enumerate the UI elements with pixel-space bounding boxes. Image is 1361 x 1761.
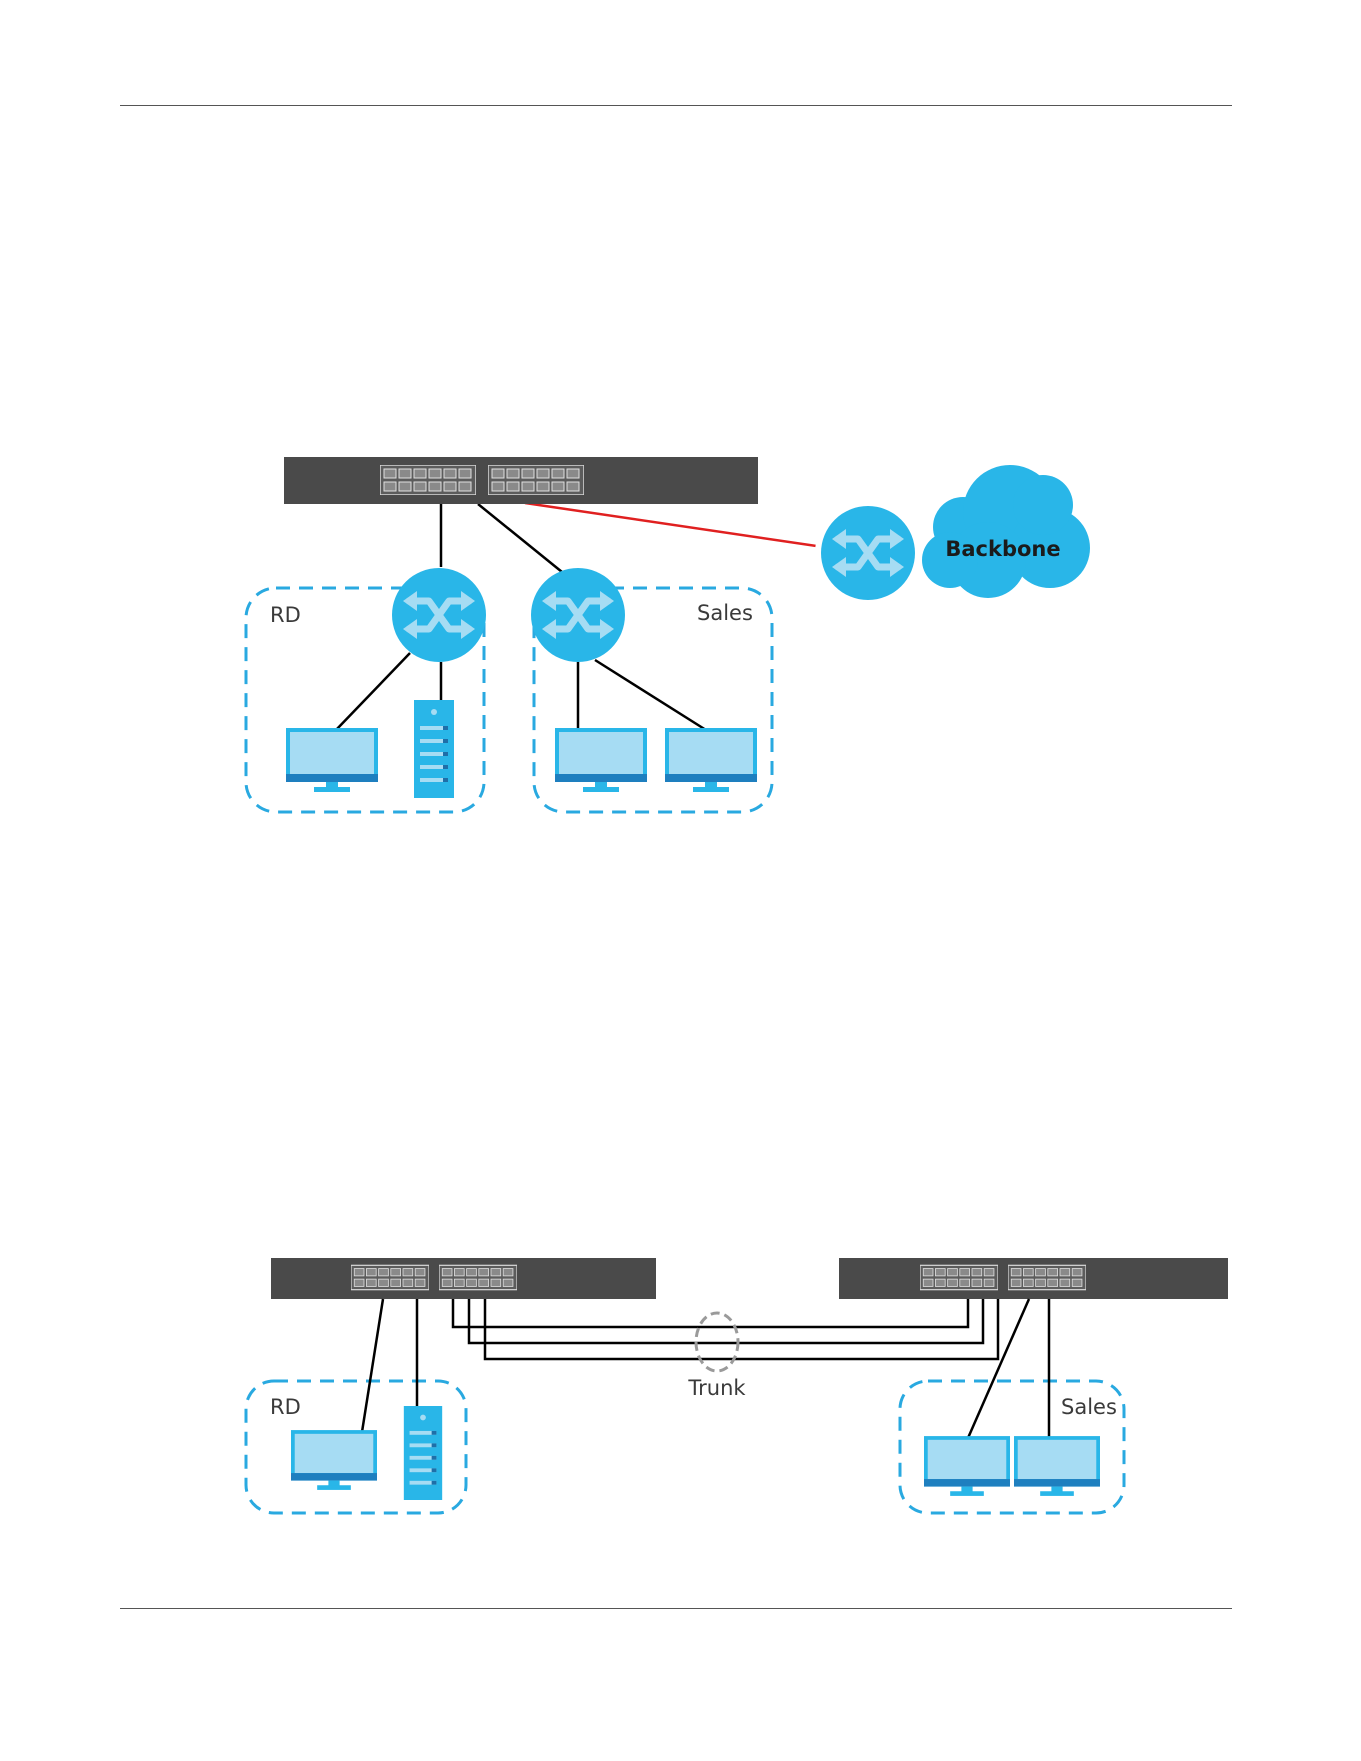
rd-server-icon [414, 700, 454, 798]
rd-monitor-icon [286, 728, 378, 792]
diagram-2: Trunk RD Sales [246, 1258, 1228, 1513]
group-sales-label-2: Sales [1061, 1395, 1117, 1419]
sales-monitor-icon-2a [924, 1436, 1010, 1496]
link-sales-router-pc2 [595, 660, 706, 730]
backbone-router-icon [821, 506, 915, 600]
link-switch-sales [478, 504, 562, 572]
rd-monitor-icon-2 [291, 1430, 377, 1490]
rd-router-icon [392, 568, 486, 662]
group-sales-label: Sales [697, 601, 753, 625]
group-rd-label-2: RD [270, 1395, 301, 1419]
trunk-label: Trunk [687, 1376, 746, 1400]
rd-server-icon-2 [404, 1406, 442, 1500]
link-left-switch-pc [362, 1299, 383, 1432]
core-switch [284, 457, 758, 504]
group-rd-label: RD [270, 603, 301, 627]
sales-router-icon [531, 568, 625, 662]
left-switch [271, 1258, 656, 1299]
sales-monitor-icon-2b [1014, 1436, 1100, 1496]
trunk-cables [453, 1298, 998, 1359]
backbone-link [525, 503, 830, 548]
sales-monitor-icon-2 [665, 728, 757, 792]
backbone-cloud: Backbone [922, 465, 1090, 598]
link-rd-router-pc [336, 653, 410, 730]
sales-monitor-icon-1 [555, 728, 647, 792]
diagram-1: RD Sales Backbone [246, 457, 1090, 812]
backbone-label: Backbone [945, 537, 1060, 561]
right-switch [839, 1258, 1228, 1299]
